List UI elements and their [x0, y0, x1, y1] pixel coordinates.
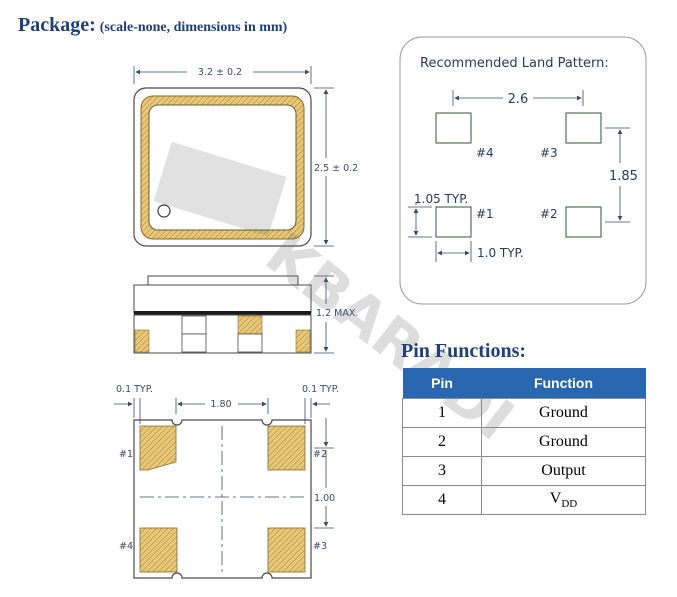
- bottom-left-offset-dimension: 0.1 TYP.: [116, 384, 153, 395]
- land-pattern-panel: Recommended Land Pattern: #4 #3 #1 #2 2.…: [399, 36, 647, 305]
- bottom-view-outline: [133, 419, 312, 579]
- top-height-dimension: 2.5 ± 0.2: [314, 163, 358, 174]
- pin-function: Ground: [481, 398, 646, 428]
- pin-function-subscript: DD: [561, 498, 578, 511]
- land-pad-label-3: #3: [540, 146, 558, 160]
- pin-function-text: V: [549, 489, 562, 507]
- land-pad-height-dimension: 1.05 TYP.: [414, 192, 468, 206]
- package-heading: Package: (scale-none, dimensions in mm): [18, 14, 287, 37]
- bottom-view: #1 #2 #3 #4 0.1 TYP. 0.1 TYP. 1.80 1.00: [114, 384, 339, 579]
- table-row: 3 Output: [402, 456, 646, 486]
- land-pad-3: [565, 112, 602, 144]
- land-pad-1: [435, 206, 472, 238]
- pin-function: Output: [481, 456, 646, 486]
- bottom-pad-1: [139, 425, 177, 471]
- land-pad-label-1: #1: [476, 207, 494, 221]
- side-view-base: [133, 314, 312, 354]
- package-subtitle: (scale-none, dimensions in mm): [99, 20, 288, 35]
- bottom-pad-label-2: #2: [313, 449, 327, 460]
- land-spacing-x-dimension: 2.6: [508, 92, 529, 107]
- table-row: 2 Ground: [402, 427, 646, 457]
- side-view-seal-line: [134, 311, 311, 315]
- pin-number: 2: [402, 427, 482, 457]
- bottom-pad-label-1: #1: [119, 449, 133, 460]
- land-pad-label-4: #4: [476, 146, 494, 160]
- pin-function-text: Output: [541, 462, 586, 479]
- bottom-pad-3: [267, 527, 306, 573]
- bottom-right-offset-dimension: 0.1 TYP.: [302, 384, 339, 395]
- bottom-pad-label-4: #4: [119, 541, 133, 552]
- package-title: Package:: [18, 14, 96, 36]
- side-height-dimension: 1.2 MAX.: [316, 308, 358, 319]
- side-view: 1.2 MAX.: [133, 275, 358, 354]
- side-pad: [181, 315, 207, 335]
- column-header-function: Function: [481, 368, 646, 399]
- land-pad-2: [565, 206, 602, 238]
- side-pad: [181, 333, 207, 353]
- land-pad-4: [435, 112, 472, 144]
- side-pad: [237, 315, 263, 335]
- pin-function-text: Ground: [539, 433, 588, 450]
- pin-function: VDD: [481, 485, 646, 515]
- side-pad: [237, 333, 263, 353]
- bottom-pitch-x-dimension: 1.80: [210, 399, 231, 410]
- land-pad-label-2: #2: [540, 207, 558, 221]
- top-width-dimension: 3.2 ± 0.2: [198, 67, 242, 78]
- pin-number: 1: [402, 398, 482, 428]
- pin1-marker: [157, 204, 171, 218]
- top-view-lid: [148, 104, 297, 231]
- bottom-pad-4: [139, 527, 178, 573]
- side-pad: [134, 329, 150, 353]
- table-header-row: Pin Function: [402, 368, 646, 399]
- pin-number: 4: [402, 485, 482, 515]
- bottom-pitch-y-dimension: 1.00: [314, 493, 335, 504]
- land-pattern-title: Recommended Land Pattern:: [420, 56, 609, 71]
- land-spacing-y-dimension: 1.85: [609, 169, 638, 184]
- pin-functions-heading: Pin Functions:: [401, 340, 527, 362]
- bottom-pad-label-3: #3: [313, 541, 327, 552]
- table-row: 4 VDD: [402, 485, 646, 515]
- top-view: 3.2 ± 0.2 2.5 ± 0.2: [133, 66, 358, 247]
- pin-number: 3: [402, 456, 482, 486]
- pin-functions-table: Pin Function 1 Ground 2 Ground 3 Output …: [402, 368, 646, 515]
- table-row: 1 Ground: [402, 398, 646, 428]
- column-header-pin: Pin: [402, 368, 482, 399]
- pin-function: Ground: [481, 427, 646, 457]
- bottom-pad-2: [267, 425, 306, 471]
- side-view-body: [133, 284, 312, 314]
- land-pad-width-dimension: 1.0 TYP.: [477, 246, 524, 260]
- pin-function-text: Ground: [539, 404, 588, 421]
- side-pad: [295, 329, 311, 353]
